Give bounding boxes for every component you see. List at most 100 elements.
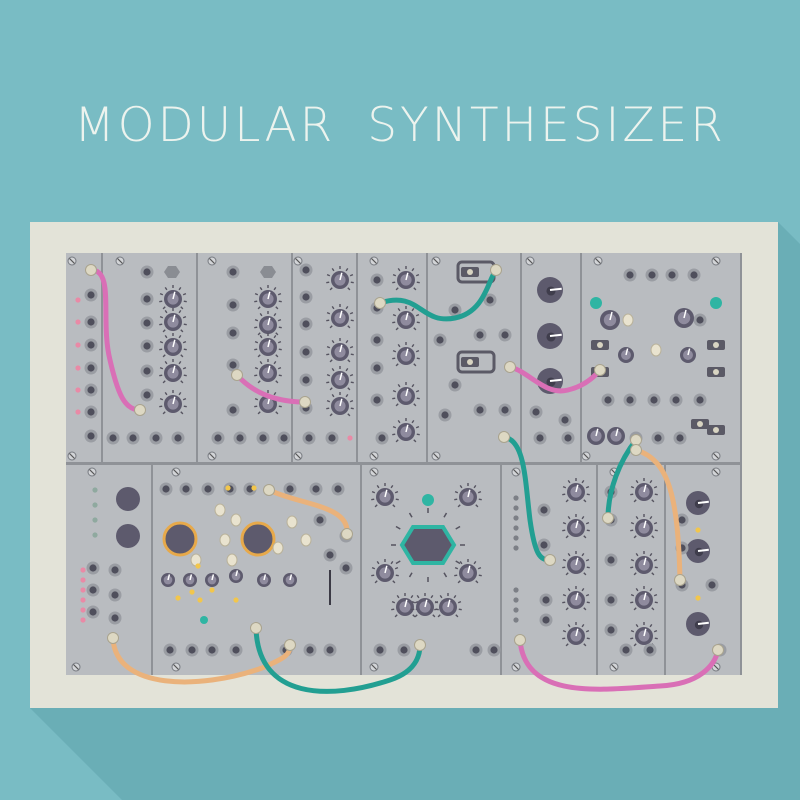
jack[interactable] — [601, 393, 615, 407]
jack-hole[interactable] — [646, 646, 654, 654]
jack[interactable] — [473, 403, 487, 417]
jack-hole[interactable] — [214, 434, 222, 442]
jack-hole[interactable] — [89, 586, 97, 594]
patch-cable-orange[interactable] — [630, 444, 686, 586]
jack[interactable] — [370, 361, 384, 375]
jack-hole[interactable] — [476, 331, 484, 339]
jack-hole[interactable] — [373, 276, 381, 284]
jack-hole[interactable] — [236, 434, 244, 442]
jack-hole[interactable] — [111, 614, 119, 622]
jack[interactable] — [483, 293, 497, 307]
jack-hole[interactable] — [373, 396, 381, 404]
knob[interactable] — [257, 573, 271, 587]
cable-plug[interactable] — [341, 528, 353, 540]
jack[interactable] — [693, 393, 707, 407]
knob[interactable] — [159, 359, 187, 384]
cable-plug[interactable] — [263, 484, 275, 496]
patch-cable-pink[interactable] — [514, 634, 724, 692]
jack[interactable] — [604, 593, 618, 607]
knob[interactable] — [587, 427, 605, 445]
jack-hole[interactable] — [604, 396, 612, 404]
cable-wire[interactable] — [501, 434, 553, 563]
jack[interactable] — [140, 292, 154, 306]
knob[interactable] — [434, 593, 462, 618]
jack-hole[interactable] — [143, 367, 151, 375]
jack[interactable] — [604, 553, 618, 567]
knob[interactable] — [674, 308, 694, 328]
jack-hole[interactable] — [306, 646, 314, 654]
jack[interactable] — [309, 482, 323, 496]
jack[interactable] — [149, 431, 163, 445]
jack[interactable] — [339, 561, 353, 575]
knob[interactable] — [562, 551, 590, 576]
jack-hole[interactable] — [204, 485, 212, 493]
knob[interactable] — [392, 266, 420, 291]
knob[interactable] — [371, 483, 399, 508]
knob[interactable] — [254, 285, 282, 310]
jack-hole[interactable] — [373, 336, 381, 344]
jack-hole[interactable] — [174, 434, 182, 442]
jack-hole[interactable] — [326, 551, 334, 559]
jack-hole[interactable] — [143, 342, 151, 350]
large-knob[interactable] — [686, 539, 710, 563]
small-knob[interactable] — [272, 541, 284, 555]
jack[interactable] — [375, 431, 389, 445]
large-knob[interactable] — [537, 323, 563, 349]
patch-cable-teal[interactable] — [250, 622, 426, 694]
patch-cable-pink[interactable] — [85, 264, 146, 416]
cable-plug[interactable] — [630, 444, 642, 456]
knob[interactable] — [183, 573, 197, 587]
jack-hole[interactable] — [648, 271, 656, 279]
jack[interactable] — [226, 298, 240, 312]
jack[interactable] — [539, 613, 553, 627]
jack[interactable] — [299, 345, 313, 359]
jack-hole[interactable] — [316, 516, 324, 524]
small-knob[interactable] — [622, 313, 634, 327]
cable-plug[interactable] — [504, 361, 516, 373]
jack[interactable] — [561, 431, 575, 445]
jack[interactable] — [226, 358, 240, 372]
jack[interactable] — [665, 268, 679, 282]
jack-hole[interactable] — [501, 331, 509, 339]
jack-hole[interactable] — [378, 434, 386, 442]
jack-hole[interactable] — [561, 416, 569, 424]
jack-hole[interactable] — [622, 646, 630, 654]
toggle-switch[interactable] — [707, 340, 725, 350]
knob[interactable] — [562, 514, 590, 539]
knob[interactable] — [254, 359, 282, 384]
jack[interactable] — [140, 339, 154, 353]
cable-wire[interactable] — [633, 447, 683, 583]
jack-hole[interactable] — [373, 364, 381, 372]
jack-hole[interactable] — [486, 296, 494, 304]
knob[interactable] — [600, 310, 620, 330]
knob[interactable] — [618, 347, 634, 363]
knob[interactable] — [159, 333, 187, 358]
knob[interactable] — [326, 338, 354, 363]
jack[interactable] — [226, 326, 240, 340]
knob[interactable] — [371, 559, 399, 584]
jack-hole[interactable] — [542, 596, 550, 604]
jack-hole[interactable] — [87, 386, 95, 394]
jack-hole[interactable] — [305, 434, 313, 442]
jack-hole[interactable] — [87, 291, 95, 299]
jack[interactable] — [299, 373, 313, 387]
jack[interactable] — [126, 431, 140, 445]
jack-hole[interactable] — [451, 381, 459, 389]
jack[interactable] — [86, 605, 100, 619]
jack[interactable] — [604, 623, 618, 637]
knob[interactable] — [630, 551, 658, 576]
knob[interactable] — [229, 569, 243, 583]
jack-hole[interactable] — [334, 485, 342, 493]
jack[interactable] — [693, 313, 707, 327]
jack-hole[interactable] — [342, 564, 350, 572]
small-knob[interactable] — [650, 343, 662, 357]
cable-plug[interactable] — [544, 554, 556, 566]
jack[interactable] — [84, 361, 98, 375]
jack[interactable] — [323, 643, 337, 657]
jack[interactable] — [687, 268, 701, 282]
toggle-lever[interactable] — [713, 342, 719, 348]
jack[interactable] — [669, 393, 683, 407]
patch-cable-orange[interactable] — [263, 484, 353, 540]
small-knob[interactable] — [226, 553, 238, 567]
jack[interactable] — [673, 431, 687, 445]
